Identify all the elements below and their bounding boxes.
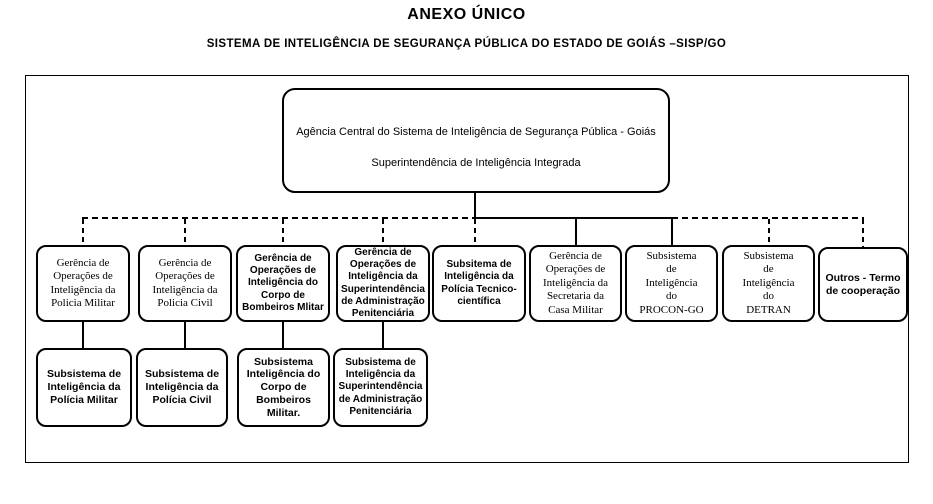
box-subsistema-procon-go: Subsistema de Inteligência do PROCON-GO xyxy=(625,245,718,322)
box-label: Subsistema de Inteligência do PROCON-GO xyxy=(639,249,704,316)
box-gerencia-policia-civil: Gerência de Operações de Inteligência da… xyxy=(138,245,232,322)
page-subtitle: SISTEMA DE INTELIGÊNCIA DE SEGURANÇA PÚB… xyxy=(206,38,727,50)
box-outros-termo-cooperacao: Outros - Termo de cooperação xyxy=(818,247,908,322)
root-line2: Superintendência de Inteligência Integra… xyxy=(371,156,581,169)
connector-drop-8 xyxy=(768,219,770,246)
box-gerencia-adm-penitenciaria: Gerência de Operações de Inteligência da… xyxy=(336,245,430,322)
connector-child-1 xyxy=(82,322,84,348)
box-subsistema-bombeiros: Subsistema Inteligência do Corpo de Bomb… xyxy=(237,348,330,427)
root-line1: Agência Central do Sistema de Inteligênc… xyxy=(296,126,656,139)
connector-bus-dashed-left xyxy=(82,217,475,219)
box-subsistema-detran: Subsistema de Inteligência do DETRAN xyxy=(722,245,815,322)
box-subsistema-policia-tecnico-cientifica: Subsitema de Inteligência da Polícia Tec… xyxy=(432,245,526,322)
box-label: Gerência de Operações de Inteligência da… xyxy=(50,256,116,309)
connector-drop-5 xyxy=(474,219,476,246)
box-label: Gerência de Operações de Inteligência da… xyxy=(341,246,425,319)
box-subsistema-policia-militar: Subsistema de Inteligência da Polícia Mi… xyxy=(36,348,132,427)
connector-drop-4 xyxy=(382,219,384,246)
connector-drop-6 xyxy=(575,219,577,246)
connector-bus-solid-mid xyxy=(474,217,672,219)
root-box-agencia-central: Agência Central do Sistema de Inteligênc… xyxy=(282,88,670,193)
box-subsistema-adm-penitenciaria: Subsistema de Inteligência da Superinten… xyxy=(333,348,428,427)
box-gerencia-bombeiros: Gerência de Operações de Inteligência do… xyxy=(236,245,330,322)
box-label: Subsistema de Inteligência da Polícia Mi… xyxy=(46,368,122,406)
connector-child-4 xyxy=(382,322,384,348)
connector-drop-9 xyxy=(862,219,864,248)
connector-drop-2 xyxy=(184,219,186,246)
box-label: Subsistema de Inteligência da Polícia Ci… xyxy=(144,368,220,406)
connector-drop-3 xyxy=(282,219,284,246)
page-title: ANEXO ÚNICO xyxy=(407,6,526,23)
connector-stem xyxy=(474,192,476,218)
box-label: Subsistema de Inteligência do DETRAN xyxy=(742,249,795,316)
connector-child-2 xyxy=(184,322,186,348)
connector-child-3 xyxy=(282,322,284,348)
root-box-label: Agência Central do Sistema de Inteligênc… xyxy=(294,110,658,172)
box-label: Gerência de Operações de Inteligência da… xyxy=(152,256,218,309)
box-label: Subsitema de Inteligência da Polícia Tec… xyxy=(441,259,517,307)
box-label: Gerência de Operações de Inteligência do… xyxy=(242,253,324,313)
box-label: Outros - Termo de cooperação xyxy=(825,271,901,297)
box-label: Subsistema Inteligência do Corpo de Bomb… xyxy=(246,355,321,419)
box-gerencia-casa-militar: Gerência de Operações de Inteligência da… xyxy=(529,245,622,322)
connector-bus-dashed-right xyxy=(672,217,864,219)
box-gerencia-policia-militar: Gerência de Operações de Inteligência da… xyxy=(36,245,130,322)
box-subsistema-policia-civil: Subsistema de Inteligência da Polícia Ci… xyxy=(136,348,228,427)
box-label: Gerência de Operações de Inteligência da… xyxy=(542,249,609,316)
connector-drop-7 xyxy=(671,219,673,246)
box-label: Subsistema de Inteligência da Superinten… xyxy=(338,357,423,417)
connector-drop-1 xyxy=(82,219,84,246)
